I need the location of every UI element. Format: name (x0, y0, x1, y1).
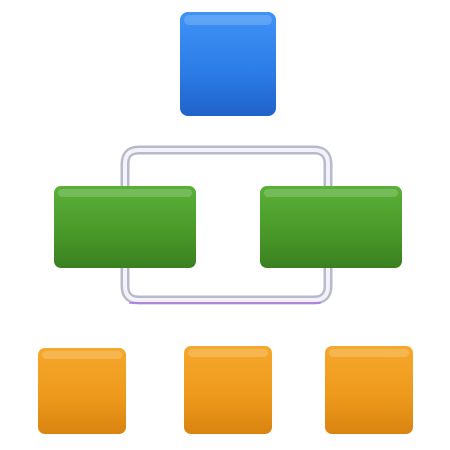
connector-lower-bracket (120, 263, 333, 305)
node-bottom-center (184, 346, 272, 434)
connector-lower-bracket-highlight (123, 266, 330, 302)
connector-upper-bracket-highlight (123, 148, 330, 188)
node-bottom-left-sheen (42, 351, 122, 359)
node-bottom-left (38, 348, 126, 434)
node-bottom-right-sheen (329, 349, 409, 357)
node-middle-right (260, 186, 402, 268)
node-top-sheen (184, 15, 272, 25)
node-middle-right-sheen (264, 189, 398, 197)
node-highlights (42, 15, 409, 359)
node-bottom-center-sheen (188, 349, 268, 357)
node-middle-left (54, 186, 196, 268)
node-bottom-right (325, 346, 413, 434)
connectors (119, 111, 335, 393)
node-top (180, 12, 276, 116)
nodes (38, 12, 413, 434)
node-middle-left-sheen (58, 189, 192, 197)
connector-upper-bracket (120, 145, 333, 191)
